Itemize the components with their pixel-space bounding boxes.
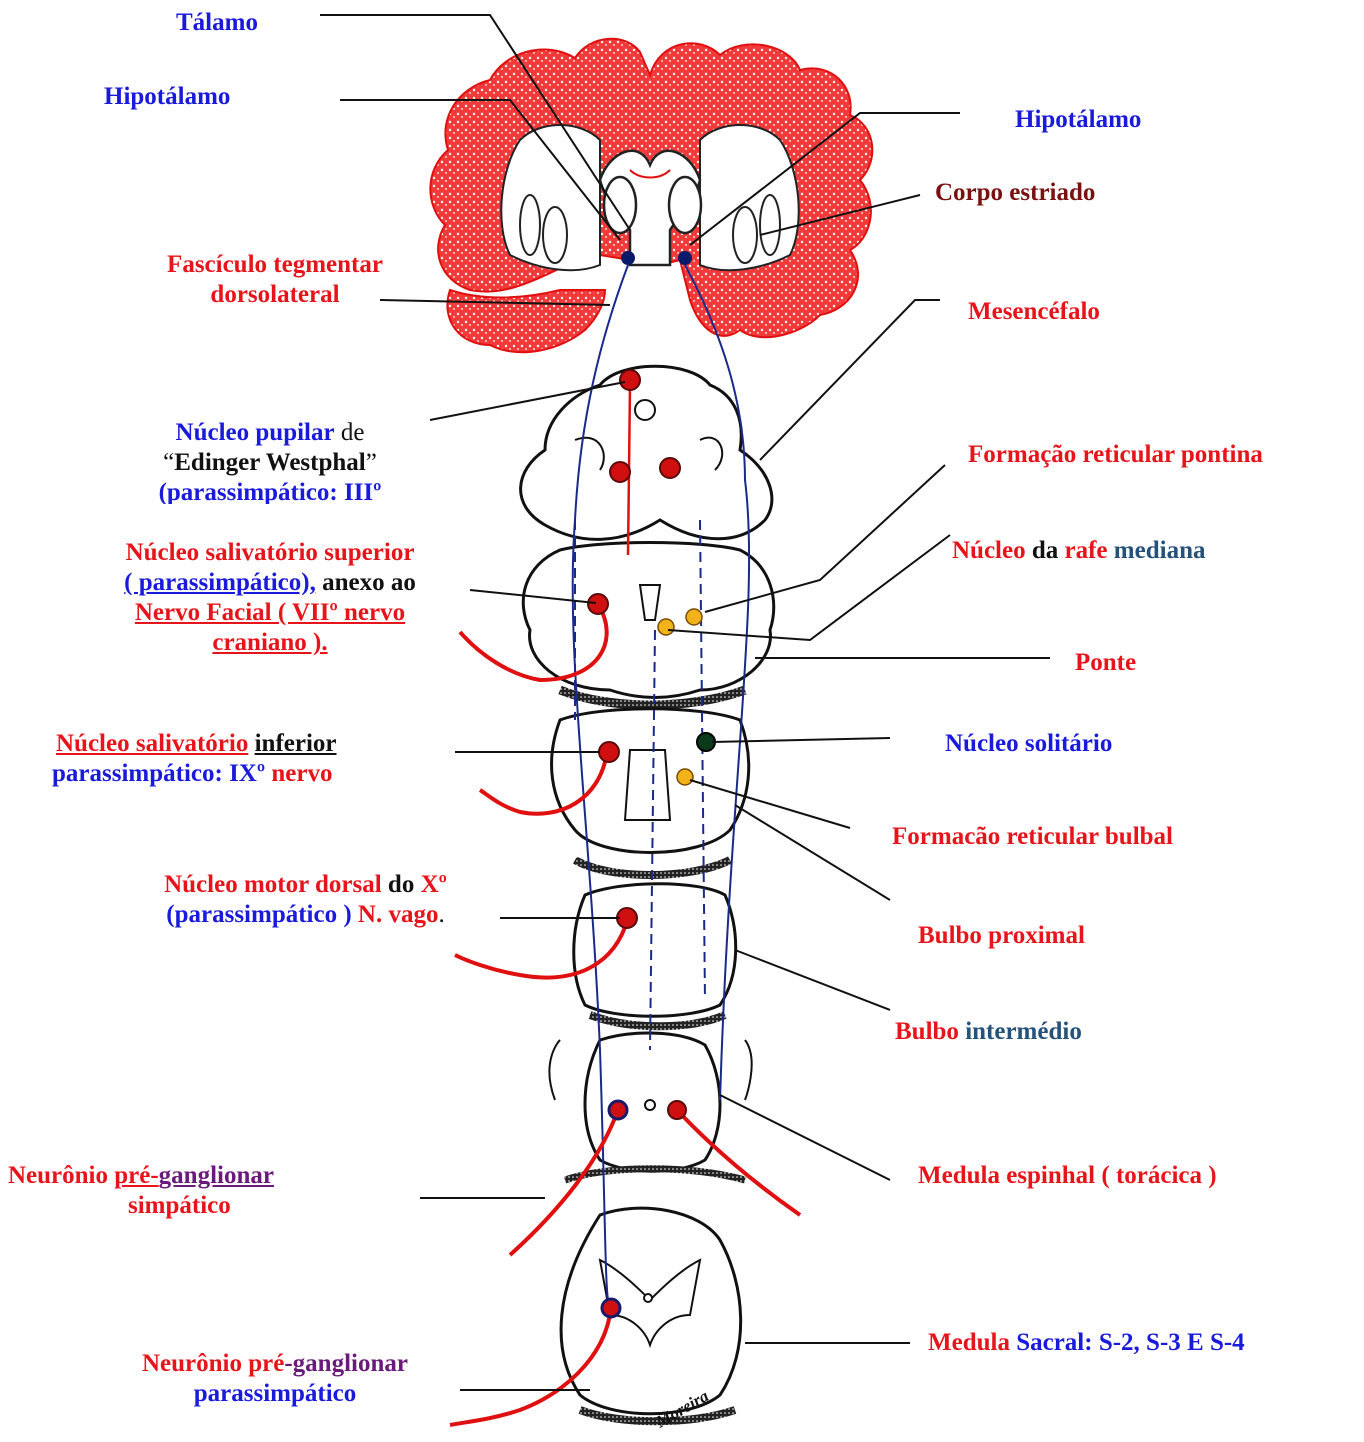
cortex-lobe-left xyxy=(447,290,605,352)
paras-ganglionar: -ganglionar xyxy=(284,1350,408,1377)
bulbo-int-bulbo: Bulbo xyxy=(895,1018,959,1045)
cerebrum-section xyxy=(430,39,872,353)
label-nucleo-motor-dorsal: Núcleo motor dorsal do Xº (parassimpátic… xyxy=(118,870,493,930)
pons-section xyxy=(523,543,774,706)
quote-open: “ xyxy=(163,449,174,476)
pupilar-line-1: Núcleo pupilar de xyxy=(125,418,415,448)
label-nucleo-salivatorio-inferior: Núcleo salivatório inferior parassimpáti… xyxy=(52,729,337,789)
sal-inf-paras: parassimpático: IXº xyxy=(52,760,265,787)
motor-paras: (parassimpático ) xyxy=(166,901,351,928)
rafe-word: rafe xyxy=(1065,537,1108,564)
sal-sup-line-4: craniano ). xyxy=(70,628,470,658)
label-medula-sacral: Medula Sacral: S-2, S-3 E S-4 xyxy=(928,1328,1245,1358)
motor-name: Núcleo motor dorsal xyxy=(164,871,382,898)
motor-line-2: (parassimpático ) N. vago. xyxy=(118,900,493,930)
paras-neuronio: Neurônio pré xyxy=(142,1350,284,1377)
label-neuronio-simpatico: Neurônio pré-ganglionar simpático xyxy=(8,1161,274,1221)
paras-line-1: Neurônio pré-ganglionar xyxy=(100,1349,450,1379)
motor-x: Xº xyxy=(421,871,447,898)
label-talamo: Tálamo xyxy=(176,8,258,38)
motor-line-1: Núcleo motor dorsal do Xº xyxy=(118,870,493,900)
sal-inf-line-2: parassimpático: IXº nervo xyxy=(52,759,337,789)
pupilar-line-2: “Edinger Westphal” xyxy=(125,448,415,478)
sal-inf-name: Núcleo salivatório xyxy=(56,730,248,757)
sal-sup-parassimpatico: ( parassimpático), xyxy=(124,569,316,596)
medulla-proximal-section xyxy=(552,709,749,875)
rafe-mediana: mediana xyxy=(1108,537,1206,564)
label-fasciculo-tegmentar: Fascículo tegmentar dorsolateral xyxy=(135,250,415,310)
sal-inf-inferior: inferior xyxy=(255,730,337,757)
label-corpo-estriado: Corpo estriado xyxy=(935,178,1095,208)
fasciculo-line-2: dorsolateral xyxy=(135,280,415,310)
sal-sup-anexo: anexo ao xyxy=(316,569,416,596)
label-bulbo-proximal: Bulbo proximal xyxy=(918,921,1085,951)
simp-line-2: simpático xyxy=(8,1191,274,1221)
label-nucleo-solitario: Núcleo solitário xyxy=(945,729,1112,759)
motor-period: . xyxy=(438,901,444,928)
pupilar-de: de xyxy=(335,419,365,446)
sal-sup-line-2: ( parassimpático), anexo ao xyxy=(70,568,470,598)
quote-close: ” xyxy=(366,449,377,476)
sal-inf-line-1: Núcleo salivatório inferior xyxy=(52,729,337,759)
label-mesencefalo: Mesencéfalo xyxy=(968,297,1100,327)
bulbo-int-intermedio: intermédio xyxy=(959,1018,1082,1045)
label-nucleo-pupilar: Núcleo pupilar de “Edinger Westphal” (pa… xyxy=(125,418,415,504)
label-nucleo-rafe: Núcleo da rafe mediana xyxy=(952,536,1205,566)
edinger-westphal: Edinger Westphal xyxy=(174,449,366,476)
sacral-medula: Medula xyxy=(928,1329,1016,1356)
fasciculo-line-1: Fascículo tegmentar xyxy=(135,250,415,280)
sal-inf-nervo: nervo xyxy=(265,760,332,787)
motor-do: do xyxy=(382,871,421,898)
label-medula-toracica: Medula espinhal ( torácica ) xyxy=(918,1161,1217,1191)
simp-ganglionar: ganglionar xyxy=(159,1162,274,1189)
pupilar-line-3: (parassimpático: IIIº xyxy=(125,478,415,504)
label-neuronio-parassimpatico: Neurônio pré-ganglionar parassimpático xyxy=(100,1349,450,1409)
simp-pre: pré- xyxy=(114,1162,158,1189)
label-formacao-reticular-pontina: Formação reticular pontina xyxy=(968,440,1263,470)
simp-neuronio: Neurônio xyxy=(8,1162,114,1189)
pupilar-name: Núcleo pupilar xyxy=(176,419,335,446)
label-hipotalamo-right: Hipotálamo xyxy=(1015,105,1141,135)
sal-sup-line-1: Núcleo salivatório superior xyxy=(70,538,470,568)
simp-line-1: Neurônio pré-ganglionar xyxy=(8,1161,274,1191)
rafe-nucleo: Núcleo xyxy=(952,537,1026,564)
label-hipotalamo-left: Hipotálamo xyxy=(104,82,230,112)
motor-vago: N. vago xyxy=(352,901,439,928)
label-bulbo-intermedio: Bulbo intermédio xyxy=(895,1017,1082,1047)
label-nucleo-salivatorio-superior: Núcleo salivatório superior ( parassimpá… xyxy=(70,538,470,658)
paras-line-2: parassimpático xyxy=(100,1379,450,1409)
label-formacao-reticular-bulbal: Formacão reticular bulbal xyxy=(892,822,1173,852)
label-ponte: Ponte xyxy=(1075,648,1136,678)
sacral-levels: Sacral: S-2, S-3 E S-4 xyxy=(1016,1329,1244,1356)
sal-sup-line-3: Nervo Facial ( VIIº nervo xyxy=(70,598,470,628)
rafe-da: da xyxy=(1026,537,1065,564)
